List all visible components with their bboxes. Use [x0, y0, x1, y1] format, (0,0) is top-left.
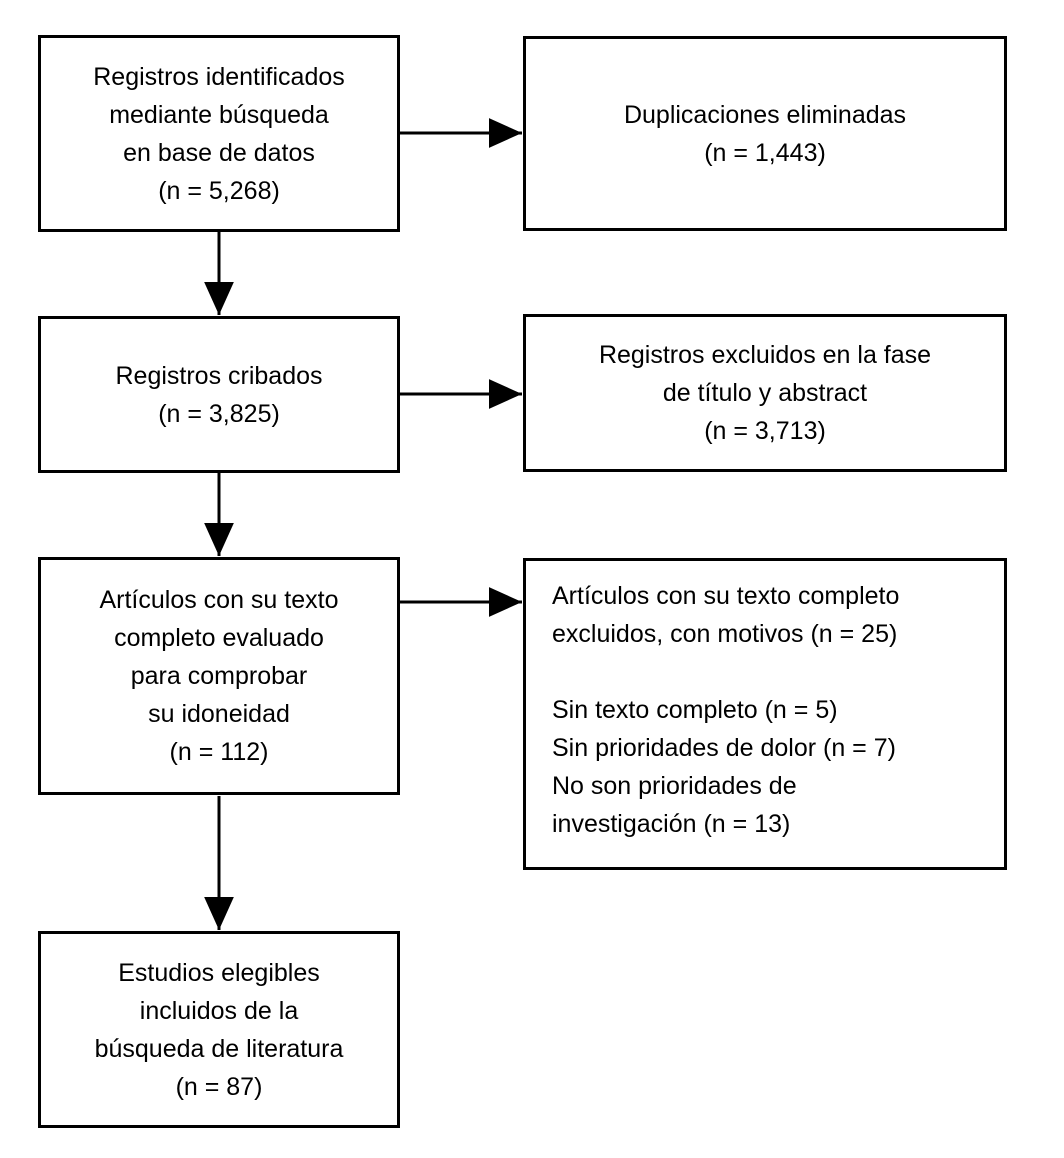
box-line: su idoneidad: [148, 700, 290, 728]
box-line: búsqueda de literatura: [94, 1034, 344, 1063]
box-line: Artículos con su texto: [99, 586, 339, 614]
box-line: completo evaluado: [114, 624, 324, 652]
box-duplicaciones-eliminadas: Duplicaciones eliminadas (n = 1,443): [523, 36, 1007, 231]
box-line: Registros excluidos en la fase: [598, 341, 932, 369]
box-estudios-elegibles-incluidos: Estudios elegibles incluidos de la búsqu…: [38, 931, 400, 1128]
box-line: en base de datos: [123, 138, 315, 167]
box-line: (n = 5,268): [158, 176, 280, 205]
box-line: (n = 1,443): [704, 138, 826, 167]
box-registros-identificados: Registros identificados mediante búsqued…: [38, 35, 400, 232]
box-registros-excluidos-titulo-abstract: Registros excluidos en la fase de título…: [523, 314, 1007, 472]
box-articulos-texto-completo-evaluado: Artículos con su texto completo evaluado…: [38, 557, 400, 795]
box-line: para comprobar: [130, 662, 308, 690]
box-line: excluidos, con motivos (n = 25): [552, 620, 898, 648]
box-line: No son prioridades de: [552, 772, 797, 800]
box-line: Sin prioridades de dolor (n = 7): [552, 734, 896, 762]
box-articulos-texto-completo-excluidos: Artículos con su texto completo excluido…: [523, 558, 1007, 870]
box-line: (n = 3,713): [704, 417, 826, 445]
box-line: (n = 87): [175, 1072, 263, 1101]
box-line: Sin texto completo (n = 5): [552, 696, 838, 724]
box-line: de título y abstract: [662, 379, 868, 407]
box-registros-cribados: Registros cribados (n = 3,825): [38, 316, 400, 473]
box-line: (n = 3,825): [158, 399, 280, 428]
box-line: mediante búsqueda: [109, 100, 329, 129]
box-line: (n = 112): [169, 738, 269, 766]
box-line: Duplicaciones eliminadas: [623, 100, 907, 129]
box-line: Estudios elegibles: [118, 958, 320, 987]
box-line: Artículos con su texto completo: [552, 582, 900, 610]
box-line: incluidos de la: [139, 996, 299, 1025]
box-line: Registros identificados: [93, 62, 345, 91]
box-line: Registros cribados: [115, 361, 323, 390]
box-line-blank: [552, 653, 986, 691]
box-line: investigación (n = 13): [552, 810, 791, 838]
